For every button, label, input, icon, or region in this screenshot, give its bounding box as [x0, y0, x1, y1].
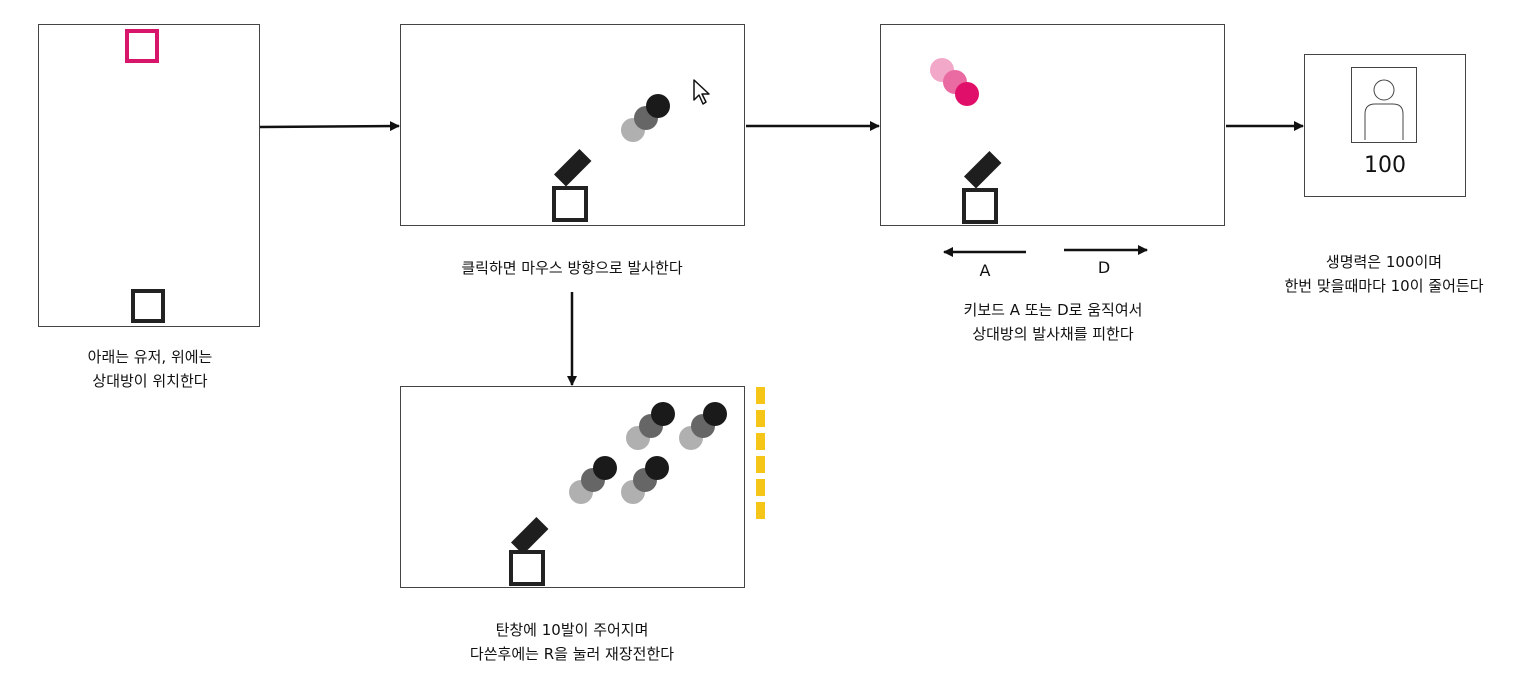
- projectile: [593, 456, 617, 480]
- player-box: [552, 186, 588, 222]
- player-barrel: [963, 151, 1002, 189]
- panel-shoot: [400, 24, 745, 226]
- player-barrel: [553, 149, 592, 187]
- panel-magazine: [400, 386, 745, 588]
- projectile: [651, 402, 675, 426]
- caption-line: 생명력은 100이며: [1325, 253, 1443, 271]
- key-d-label: D: [1097, 258, 1111, 277]
- caption-line: 키보드 A 또는 D로 움직여서: [963, 301, 1143, 319]
- caption-shoot: 클릭하면 마우스 방향으로 발사한다: [461, 256, 682, 280]
- panel-health: 100: [1304, 54, 1466, 197]
- user-portrait-icon: [1351, 67, 1417, 143]
- caption-line: 한번 맞을때마다 10이 줄어든다: [1284, 277, 1484, 295]
- caption-line: 상대방의 발사채를 피한다: [972, 325, 1134, 343]
- ammo-segment: [756, 433, 765, 450]
- user-silhouette-icon: [1364, 79, 1404, 140]
- player-box: [131, 289, 165, 323]
- caption-dodge: 키보드 A 또는 D로 움직여서 상대방의 발사채를 피한다: [964, 298, 1143, 346]
- ammo-segment: [756, 456, 765, 473]
- projectile: [703, 402, 727, 426]
- enemy-projectile: [955, 82, 979, 106]
- player-box: [509, 550, 545, 586]
- ammo-segment: [756, 410, 765, 427]
- caption-health: 생명력은 100이며 한번 맞을때마다 10이 줄어든다: [1285, 250, 1484, 298]
- magazine-gauge: [756, 387, 765, 521]
- projectile: [646, 94, 670, 118]
- player-box: [962, 188, 998, 224]
- caption-magazine: 탄창에 10발이 주어지며 다쓴후에는 R을 눌러 재장전한다: [470, 618, 674, 666]
- projectile: [645, 456, 669, 480]
- ammo-segment: [756, 387, 765, 404]
- ammo-segment: [756, 479, 765, 496]
- caption-line: 클릭하면 마우스 방향으로 발사한다: [461, 259, 683, 277]
- arrow-step1-to-step2: [259, 121, 400, 132]
- caption-line: 다쓴후에는 R을 눌러 재장전한다: [469, 645, 675, 663]
- enemy-box: [125, 29, 159, 63]
- caption-line: 상대방이 위치한다: [92, 372, 208, 390]
- ammo-segment: [756, 502, 765, 519]
- key-a-label: A: [979, 261, 991, 280]
- caption-line: 탄창에 10발이 주어지며: [495, 621, 649, 639]
- caption-initial-positions: 아래는 유저, 위에는 상대방이 위치한다: [88, 345, 213, 393]
- panel-dodge: [880, 24, 1225, 226]
- health-value: 100: [1364, 153, 1406, 178]
- player-barrel: [510, 517, 549, 555]
- caption-line: 아래는 유저, 위에는: [87, 348, 213, 366]
- mouse-cursor-icon: [693, 79, 710, 105]
- panel-initial-positions: [38, 24, 260, 327]
